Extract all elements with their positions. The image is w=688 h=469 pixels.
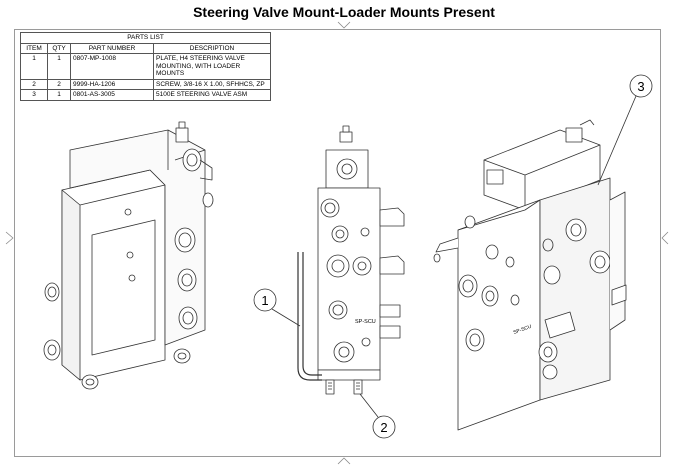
callout-2: 2 [359, 393, 396, 439]
callout-number-1: 1 [261, 293, 268, 308]
callout-3: 3 [597, 74, 653, 186]
valve-assembly-right-view [433, 119, 627, 431]
callout-1: 1 [253, 288, 301, 327]
table-row: 3 1 0801-AS-3005 5100E STEERING VALVE AS… [20, 89, 271, 101]
row-description: 5100E STEERING VALVE ASM [153, 89, 271, 101]
port-label-front: SP-SCU [355, 319, 376, 325]
parts-list-table: PARTS LIST ITEM QTY PART NUMBER DESCRIPT… [20, 32, 271, 101]
row-description: PLATE, H4 STEERING VALVE MOUNTING, WITH … [153, 53, 271, 80]
drawing-title: Steering Valve Mount-Loader Mounts Prese… [193, 4, 495, 20]
frame-center-marks [5, 21, 669, 465]
drawing-border [14, 29, 661, 457]
valve-assembly-front-view [297, 125, 405, 395]
callout-number-3: 3 [637, 79, 644, 94]
callout-number-2: 2 [380, 420, 387, 435]
valve-assembly-left-view [43, 121, 214, 390]
table-row: 1 1 0807-MP-1008 PLATE, H4 STEERING VALV… [20, 53, 271, 80]
